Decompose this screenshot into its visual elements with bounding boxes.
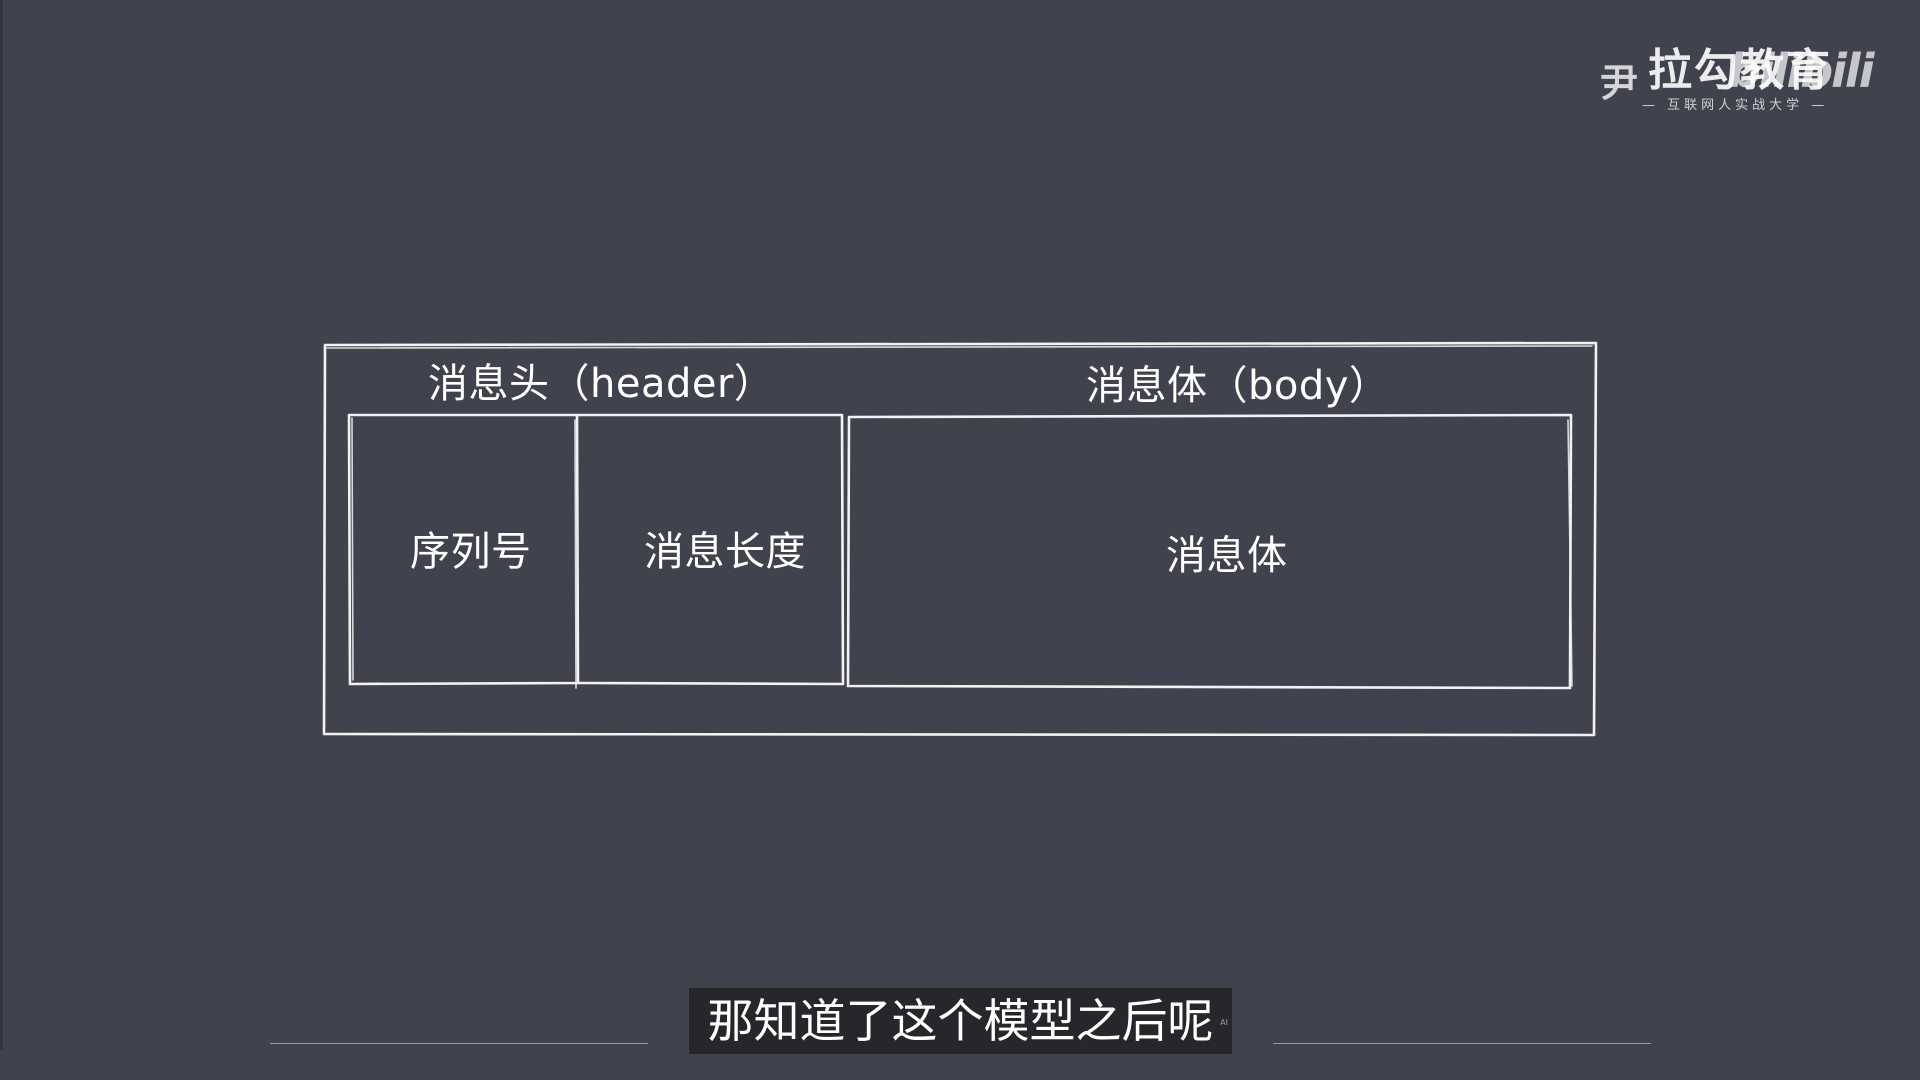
message-length-label: 消息长度 — [644, 529, 806, 575]
outer-frame — [322, 341, 1598, 737]
length-cell-box — [574, 413, 845, 689]
channel-watermark: 尹 拉勾教育 bilibili — 互联网人实战大学 — — [1600, 34, 1890, 114]
header-section-label: 消息头（header） — [428, 361, 775, 407]
body-section-label: 消息体（body） — [1086, 363, 1390, 409]
bilibili-logo: bilibili — [1728, 44, 1874, 98]
sequence-number-label: 序列号 — [410, 529, 532, 575]
subtitle-text: 那知道了这个模型之后呢 — [707, 994, 1214, 1048]
message-body-label: 消息体 — [1166, 533, 1288, 579]
brand-logo: 拉勾教育 — [1648, 45, 1832, 96]
subtitle-caption: 那知道了这个模型之后呢 AI — [689, 988, 1232, 1054]
subtitle-divider-left — [270, 1043, 648, 1044]
ai-tag: AI — [1220, 1018, 1228, 1027]
brand-slogan: — 互联网人实战大学 — — [1642, 98, 1829, 113]
subtitle-divider-right — [1273, 1043, 1651, 1044]
watermark-prefix: 尹 — [1600, 61, 1639, 105]
body-cell-box — [846, 413, 1573, 690]
